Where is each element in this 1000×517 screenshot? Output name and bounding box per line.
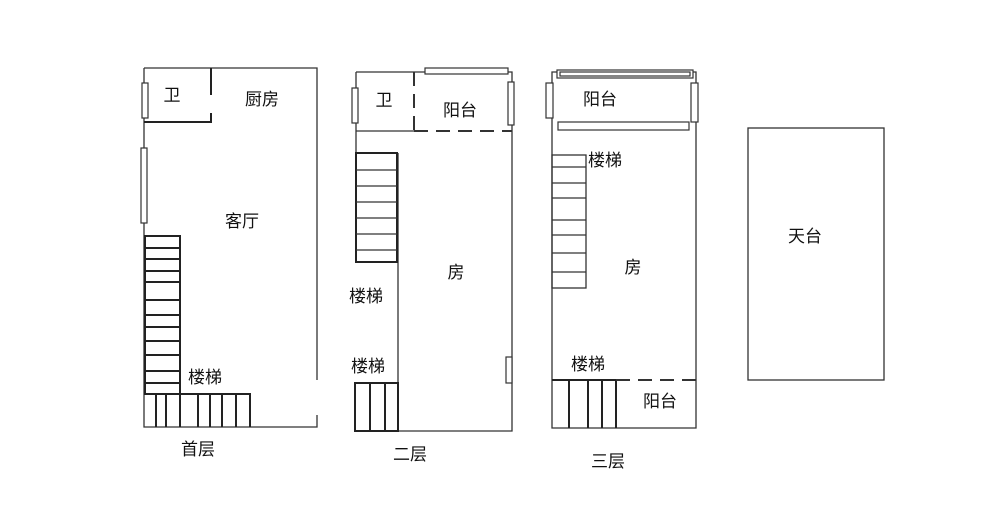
window — [140, 147, 148, 224]
window — [505, 356, 513, 384]
staircase — [144, 235, 251, 427]
staircase — [354, 152, 399, 432]
floor-title: 二层 — [393, 445, 427, 465]
room-label-balcony: 阳台 — [583, 90, 617, 110]
room-label-stairs: 楼梯 — [588, 151, 622, 171]
room-label-bathroom: 卫 — [376, 91, 393, 111]
floor-3-plan: 阳台 楼梯 房 楼梯 阳台 三层 — [545, 69, 699, 472]
room-label-rooftop: 天台 — [788, 227, 822, 247]
room-label-stairs: 楼梯 — [351, 357, 385, 377]
floor-title: 三层 — [591, 452, 625, 472]
room-label-living-room: 客厅 — [225, 212, 259, 232]
room-label-kitchen: 厨房 — [245, 90, 279, 110]
window — [141, 82, 149, 119]
room-label-balcony: 阳台 — [643, 392, 677, 412]
rooftop-plan: 天台 — [747, 127, 885, 381]
room-label-room: 房 — [448, 263, 465, 283]
window — [690, 82, 699, 123]
room-label-stairs: 楼梯 — [571, 355, 605, 375]
room-label-stairs: 楼梯 — [188, 368, 222, 388]
floor-title: 首层 — [181, 440, 215, 460]
room-label-stairs: 楼梯 — [349, 287, 383, 307]
room-label-bathroom: 卫 — [164, 86, 181, 106]
room-label-room: 房 — [625, 258, 642, 278]
floor-1-plan: 卫 厨房 客厅 楼梯 首层 — [140, 67, 318, 460]
floor-2-plan: 卫 阳台 房 楼梯 楼梯 二层 — [349, 67, 515, 465]
window — [424, 67, 509, 75]
window — [557, 121, 690, 131]
window — [507, 81, 515, 126]
window — [545, 82, 554, 119]
window — [351, 87, 359, 124]
room-label-balcony: 阳台 — [443, 101, 477, 121]
staircase — [551, 154, 617, 428]
